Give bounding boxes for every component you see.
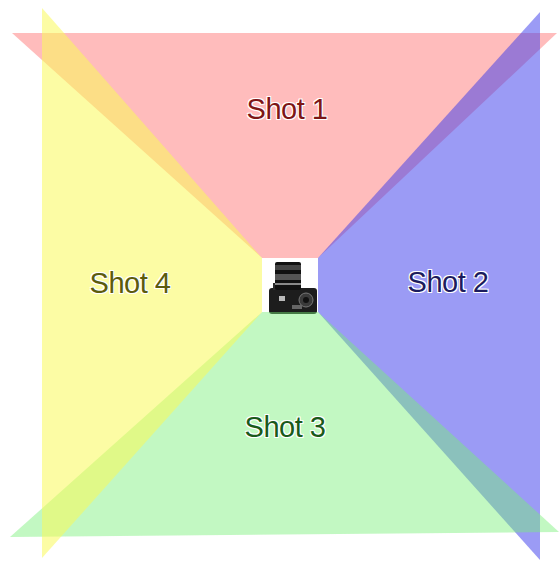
camera-lens	[275, 262, 301, 290]
camera-ground	[264, 258, 318, 314]
shot-label: Shot 4	[90, 268, 171, 300]
camera-body	[269, 288, 317, 314]
sector-polygon	[42, 8, 262, 558]
shot-label: Shot 3	[245, 412, 326, 444]
camera-button	[292, 305, 302, 309]
camera-dial-center	[303, 297, 309, 303]
shot-sector: Shot 4	[42, 8, 262, 558]
shot-label: Shot 1	[247, 94, 328, 126]
camera-lens-ring	[275, 265, 301, 270]
camera-lens-ring	[275, 283, 301, 285]
camera-dial	[299, 293, 313, 307]
shot-label: Shot 2	[408, 267, 489, 299]
camera-lens-ring	[275, 274, 301, 280]
camera-badge	[279, 296, 285, 301]
